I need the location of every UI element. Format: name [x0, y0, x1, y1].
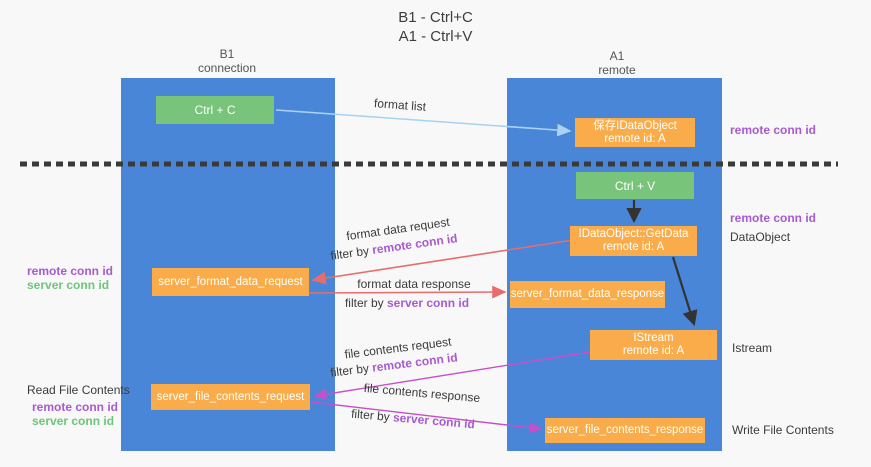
annotation-server-conn-id-mid-left: server conn id: [27, 278, 110, 292]
node-save-idataobject-line1: 保存IDataObject: [593, 119, 677, 132]
annotation-write-file-contents: Write File Contents: [732, 423, 834, 437]
node-ctrl-v-label: Ctrl + V: [614, 178, 656, 193]
node-server-format-data-response: server_format_data_response: [510, 281, 665, 308]
node-server-format-data-response-label: server_format_data_response: [510, 288, 665, 300]
node-save-idataobject: 保存IDataObject remote id: A: [575, 118, 695, 147]
lane-b1-role: connection: [197, 61, 257, 75]
lane-a1-name: A1: [609, 49, 625, 63]
node-server-file-contents-response-label: server_file_contents_response: [546, 424, 704, 436]
node-idataobject-getdata-line2: remote id: A: [602, 241, 665, 253]
annotation-remote-conn-id-bottom-left: remote conn id: [32, 400, 119, 414]
diagram-title: B1 - Ctrl+C A1 - Ctrl+V: [0, 8, 871, 46]
node-istream: IStream remote id: A: [590, 330, 717, 360]
edge-label-format-data-response: format data response: [357, 277, 471, 291]
node-ctrl-v: Ctrl + V: [576, 172, 694, 199]
filter-by-text: filter by: [344, 296, 387, 310]
title-line-1: B1 - Ctrl+C: [398, 9, 473, 26]
node-server-file-contents-request: server_file_contents_request: [151, 384, 310, 410]
annotation-read-file-contents: Read File Contents: [27, 383, 130, 397]
edge-label-format-data-response-filter: filter by server conn id: [345, 296, 469, 310]
node-server-format-data-request-label: server_format_data_request: [158, 275, 303, 288]
title-line-2: A1 - Ctrl+V: [398, 28, 473, 45]
edge-label-format-list: format list: [373, 96, 427, 114]
annotation-server-conn-id-bottom-left: server conn id: [32, 414, 115, 428]
server-conn-id-key: server conn id: [386, 296, 470, 310]
node-ctrl-c-label: Ctrl + C: [194, 103, 236, 117]
server-conn-id-key: server conn id: [392, 410, 476, 432]
annotation-istream: Istream: [732, 341, 773, 355]
node-idataobject-getdata-line1: IDataObject::GetData: [578, 228, 689, 240]
node-save-idataobject-line2: remote id: A: [604, 132, 666, 145]
annotation-remote-conn-id-mid-right: remote conn id: [730, 211, 817, 225]
node-idataobject-getdata: IDataObject::GetData remote id: A: [570, 226, 697, 256]
lane-a1-role: remote: [598, 63, 636, 77]
filter-by-text: filter by: [350, 406, 394, 425]
node-server-file-contents-request-label: server_file_contents_request: [156, 390, 305, 403]
filter-by-text: filter by: [329, 360, 374, 380]
annotation-remote-conn-id-top-right: remote conn id: [730, 123, 817, 137]
node-istream-line2: remote id: A: [622, 345, 685, 357]
annotation-dataobject: DataObject: [730, 230, 791, 244]
node-server-file-contents-response: server_file_contents_response: [545, 418, 705, 443]
edge-label-file-contents-response: file contents response: [363, 380, 481, 406]
node-server-format-data-request: server_format_data_request: [152, 268, 309, 296]
lane-caption-b1: B1 connection: [167, 47, 287, 75]
node-ctrl-c: Ctrl + C: [156, 96, 274, 124]
format-data-response-arrow: [308, 285, 507, 299]
filter-by-text: filter by: [329, 243, 374, 263]
node-istream-line1: IStream: [633, 332, 674, 344]
lane-b1-name: B1: [219, 47, 235, 61]
edge-label-file-contents-response-filter: filter by server conn id: [351, 407, 476, 432]
annotation-remote-conn-id-mid-left: remote conn id: [27, 264, 114, 278]
lane-caption-a1: A1 remote: [557, 49, 677, 77]
